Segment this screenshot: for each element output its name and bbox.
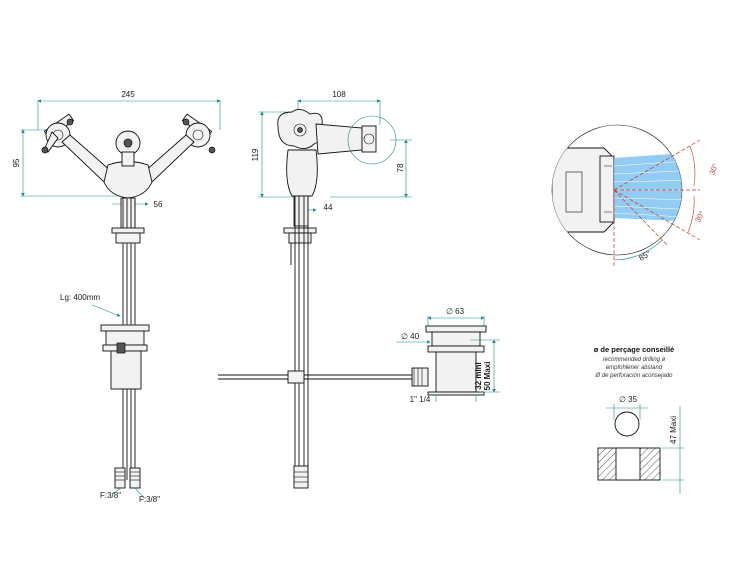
spray-jet — [614, 152, 682, 222]
drilling-detail: ø de perçage conseillé recommended drill… — [594, 345, 684, 494]
dim-waste-range: 32 mini 50 Maxi — [470, 339, 500, 393]
front-bottom-label: 56 — [154, 200, 163, 209]
right-arm — [143, 134, 195, 183]
dim-side-height-left: 119 — [251, 111, 300, 198]
side-body — [286, 149, 318, 197]
side-height-right-label: 78 — [396, 163, 405, 172]
side-bottom-label: 44 — [324, 203, 333, 212]
dim-front-width: 245 — [37, 90, 221, 130]
side-height-left-label: 119 — [251, 148, 260, 161]
dim-waste-mid: ∅ 40 — [396, 332, 431, 344]
front-view: 245 95 — [12, 90, 221, 504]
dim-front-height: 95 — [12, 129, 120, 197]
mixer-body — [103, 161, 153, 199]
waste-top-dia-label: ∅ 63 — [446, 307, 465, 316]
spray-detail: 30° 30° 85° — [551, 124, 720, 268]
side-spout — [315, 123, 363, 155]
dim-hole-dia: ∅ 35 — [606, 395, 648, 420]
drill-section — [597, 447, 661, 481]
waste-range-min-label: 32 mini — [474, 362, 483, 390]
drilling-subtitle-en: recommended drilling ø — [603, 357, 666, 363]
waste-detail: ∅ 63 ∅ 40 32 mini 50 Maxi 1" 1/4 — [396, 307, 500, 404]
drill-hole-plan — [614, 411, 640, 437]
front-width-label: 245 — [121, 90, 135, 99]
drilling-subtitle-es: Ø de perforación aconsejado — [594, 373, 673, 379]
waste-range-max-label: 50 Maxi — [483, 362, 492, 391]
dim-front-bottom: 56 — [112, 200, 163, 209]
spray-angle-mid-label: 30° — [693, 210, 706, 224]
inlet-right-label: F:3/8" — [139, 495, 160, 504]
hose-length: Lg: 400mm — [60, 293, 121, 317]
hole-dia-label: ∅ 35 — [619, 395, 638, 404]
inlet-left-label: F:3/8" — [100, 491, 121, 500]
hose-length-label: Lg: 400mm — [60, 293, 100, 302]
drilling-subtitle-de: empfohlener abstand — [606, 365, 663, 371]
dim-waste-top: ∅ 63 — [427, 307, 485, 326]
detail-circle-marker — [347, 115, 397, 165]
waste-thread-label: 1" 1/4 — [410, 395, 431, 404]
drilling-title: ø de perçage conseillé — [594, 345, 674, 354]
side-view: 108 119 78 44 — [218, 90, 429, 489]
waste-mid-dia-label: ∅ 40 — [401, 332, 420, 341]
spray-angle-top-label: 30° — [707, 162, 719, 176]
left-arm — [61, 134, 113, 183]
dim-side-height-right: 78 — [330, 139, 412, 198]
front-height-label: 95 — [12, 158, 21, 167]
side-depth-label: 108 — [332, 90, 346, 99]
max-thickness-label: 47 Maxi — [669, 416, 678, 444]
dim-max-thickness: 47 Maxi — [662, 406, 684, 494]
